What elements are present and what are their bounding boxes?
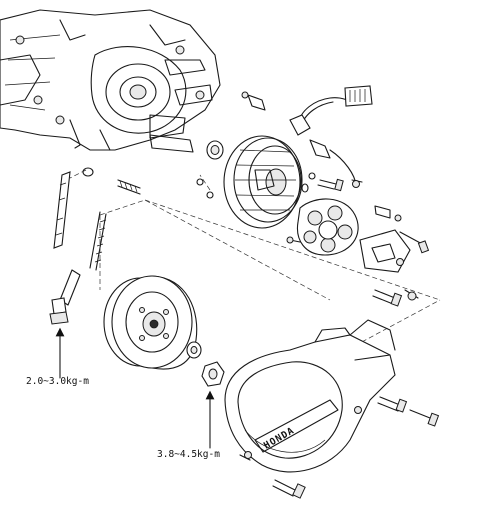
neutral-switch (241, 91, 266, 111)
bolts-right (286, 178, 430, 307)
lower-torque-label: 3.8~4.5kg-m (157, 449, 220, 460)
shaft-seal-parts (117, 134, 224, 195)
flywheel-drum (103, 275, 198, 370)
upper-torque-label: 2.0~3.0kg-m (26, 376, 89, 387)
engine-crankcase (0, 9, 221, 151)
small-rings (196, 172, 316, 199)
wire-harness-connector (289, 85, 373, 186)
stator-assembly (296, 198, 411, 273)
washer-nut (186, 341, 225, 387)
left-crankcase-cover: HONDA (224, 319, 396, 473)
torque-callout-lower: 3.8~4.5kg-m (157, 390, 220, 460)
rotor-flywheel (223, 135, 303, 229)
torque-callout-upper: 2.0~3.0kg-m (26, 327, 89, 387)
cover-bolts (239, 396, 440, 499)
pin-spring-bolt (49, 167, 107, 325)
